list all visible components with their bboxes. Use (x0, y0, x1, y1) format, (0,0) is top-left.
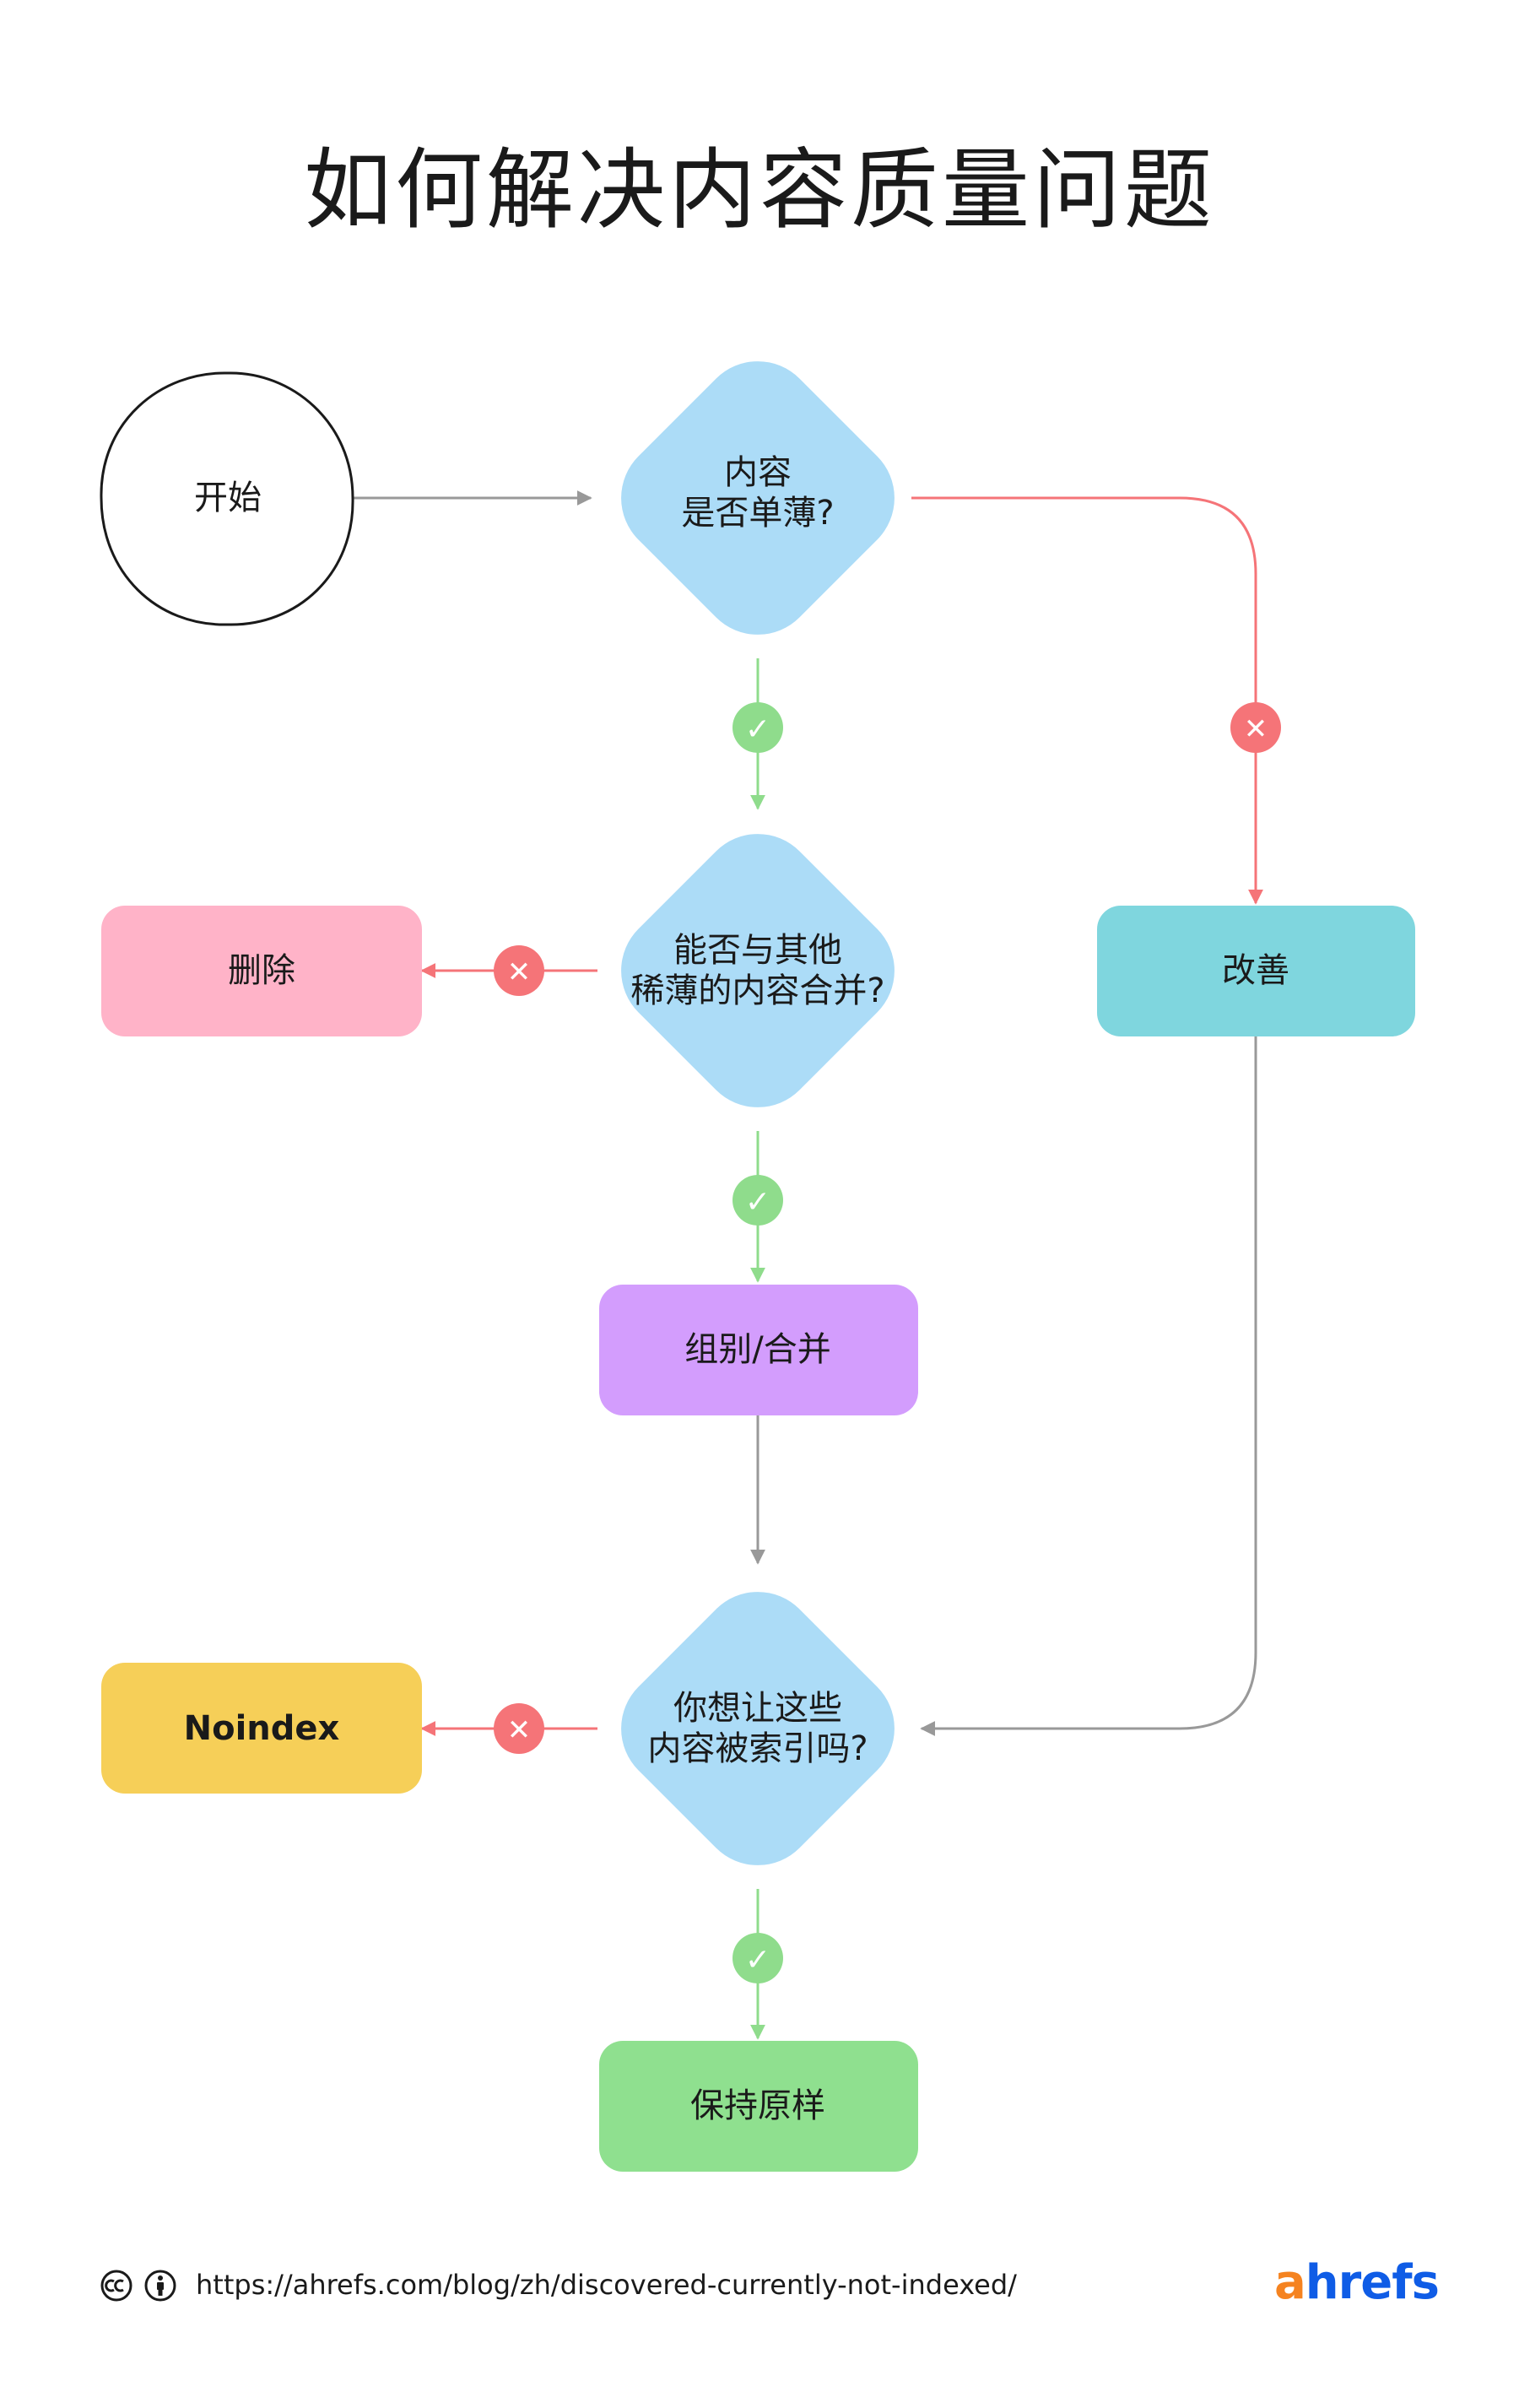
attribution-icon (144, 2270, 176, 2302)
merge-decision (621, 834, 895, 1107)
page-title: 如何解决内容质量问题 (303, 138, 1215, 241)
logo-a: a (1274, 2255, 1306, 2310)
edge-improve-to-index (920, 1036, 1257, 1736)
svg-text:✓: ✓ (745, 1943, 770, 1978)
edge-thin-to-improve (911, 496, 1263, 905)
noindex-label: Noindex (183, 1709, 340, 1748)
index-decision (621, 1592, 895, 1865)
svg-text:✓: ✓ (745, 1185, 770, 1220)
keep-label: 保持原样 (690, 2086, 825, 2125)
logo-rest: hrefs (1305, 2255, 1440, 2310)
yes-badge-1: ✓ (732, 702, 783, 753)
svg-text:✕: ✕ (507, 1713, 532, 1747)
yes-badge-2: ✓ (732, 1175, 783, 1226)
cc-icon (100, 2270, 132, 2302)
no-badge-1: ✕ (1230, 702, 1281, 753)
improve-label: 改善 (1222, 951, 1289, 990)
start-node (100, 371, 354, 626)
noindex-node (101, 1663, 422, 1794)
thin-content-label: 内容 是否单薄? (681, 453, 835, 533)
no-badge-2: ✕ (494, 945, 544, 996)
delete-label: 删除 (228, 951, 295, 990)
svg-text:✕: ✕ (1244, 712, 1268, 746)
merge-label: 能否与其他 稀薄的内容合并? (630, 931, 885, 1010)
index-label: 你想让这些 内容被索引吗? (647, 1689, 868, 1768)
keep-node (599, 2041, 918, 2172)
source-url[interactable]: https://ahrefs.com/blog/zh/discovered-cu… (196, 2269, 1017, 2301)
group-label: 组别/合并 (684, 1330, 831, 1369)
no-badge-3: ✕ (494, 1703, 544, 1754)
svg-text:✕: ✕ (507, 955, 532, 989)
start-label: 开始 (194, 479, 262, 517)
improve-node (1097, 906, 1415, 1036)
yes-badge-3: ✓ (732, 1933, 783, 1983)
svg-text:✓: ✓ (745, 712, 770, 747)
group-node (599, 1285, 918, 1415)
delete-node (101, 906, 422, 1036)
thin-content-decision (621, 361, 895, 635)
ahrefs-logo: ahrefs (1274, 2255, 1440, 2310)
